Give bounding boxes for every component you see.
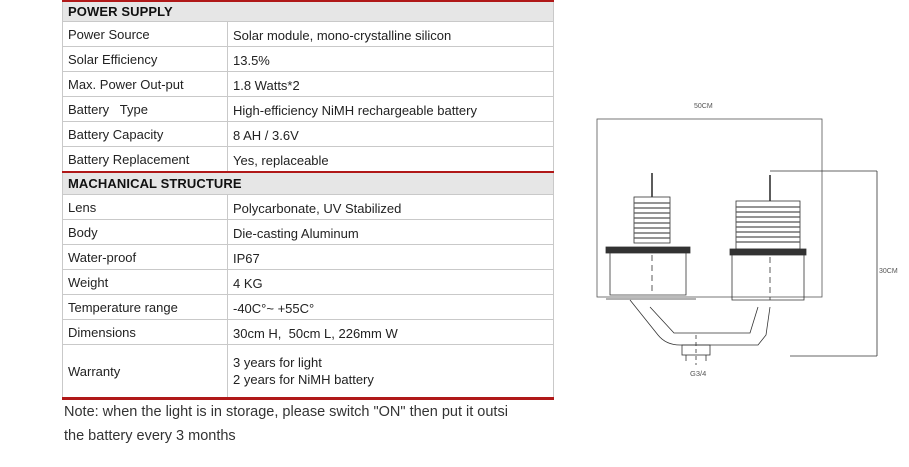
spec-label: Dimensions [62,319,228,345]
width-frame [596,118,823,298]
table-row: Warranty 3 years for light 2 years for N… [62,344,554,400]
table-row: Lens Polycarbonate, UV Stabilized [62,194,554,220]
spec-label: Battery Type [62,96,228,122]
section-title: POWER SUPPLY [62,0,554,22]
spec-value: Die-casting Aluminum [227,219,554,245]
spec-label: Weight [62,269,228,295]
width-dimension-label: 50CM [694,103,713,110]
table-row: Power Source Solar module, mono-crystall… [62,21,554,47]
height-dimension-label: 30CM [879,268,898,275]
table-row: Solar Efficiency 13.5% [62,46,554,72]
table-row: Dimensions 30cm H, 50cm L, 226mm W [62,319,554,345]
table-row: Weight 4 KG [62,269,554,295]
warranty-line: 3 years for light [233,355,322,370]
spec-value: 4 KG [227,269,554,295]
spec-label: Max. Power Out-put [62,71,228,97]
line-drawing [596,118,878,365]
spec-value: Yes, replaceable [227,146,554,173]
spec-label: Body [62,219,228,245]
spec-value: Solar module, mono-crystalline silicon [227,21,554,47]
specification-table: POWER SUPPLY Power Source Solar module, … [62,0,554,400]
table-row: Max. Power Out-put 1.8 Watts*2 [62,71,554,97]
spec-value: 1.8 Watts*2 [227,71,554,97]
thread-label: G3/4 [690,369,706,378]
spec-value: Polycarbonate, UV Stabilized [227,194,554,220]
spec-value: 8 AH / 3.6V [227,121,554,147]
section-header-mechanical-structure: MACHANICAL STRUCTURE [62,171,554,195]
table-row: Temperature range -40C°~ +55C° [62,294,554,320]
storage-note: Note: when the light is in storage, plea… [64,400,561,448]
spec-label: Battery Capacity [62,121,228,147]
table-row: Battery Capacity 8 AH / 3.6V [62,121,554,147]
spec-value-multiline: 3 years for light 2 years for NiMH batte… [227,344,554,400]
right-lantern [729,175,807,301]
section-title: MACHANICAL STRUCTURE [62,171,554,195]
spec-label: Battery Replacement [62,146,228,173]
spec-value: -40C°~ +55C° [227,294,554,320]
table-row: Body Die-casting Aluminum [62,219,554,245]
spec-label: Lens [62,194,228,220]
spec-label: Warranty [62,344,228,400]
spec-label: Power Source [62,21,228,47]
spec-value: 13.5% [227,46,554,72]
table-row: Battery Type High-efficiency NiMH rechar… [62,96,554,122]
spec-value: 30cm H, 50cm L, 226mm W [227,319,554,345]
section-header-power-supply: POWER SUPPLY [62,0,554,22]
spec-label: Solar Efficiency [62,46,228,72]
spec-value: IP67 [227,244,554,270]
product-dimension-drawing: 50CM 30CM G3/4 [596,103,898,378]
warranty-line: 2 years for NiMH battery [233,372,374,387]
spec-label: Temperature range [62,294,228,320]
table-row: Battery Replacement Yes, replaceable [62,146,554,173]
spec-value: High-efficiency NiMH rechargeable batter… [227,96,554,122]
note-line: Note: when the light is in storage, plea… [64,404,508,420]
spec-label: Water-proof [62,244,228,270]
table-row: Water-proof IP67 [62,244,554,270]
left-lantern [605,173,696,300]
mounting-bracket [629,299,771,365]
note-line: the battery every 3 months [64,428,236,444]
